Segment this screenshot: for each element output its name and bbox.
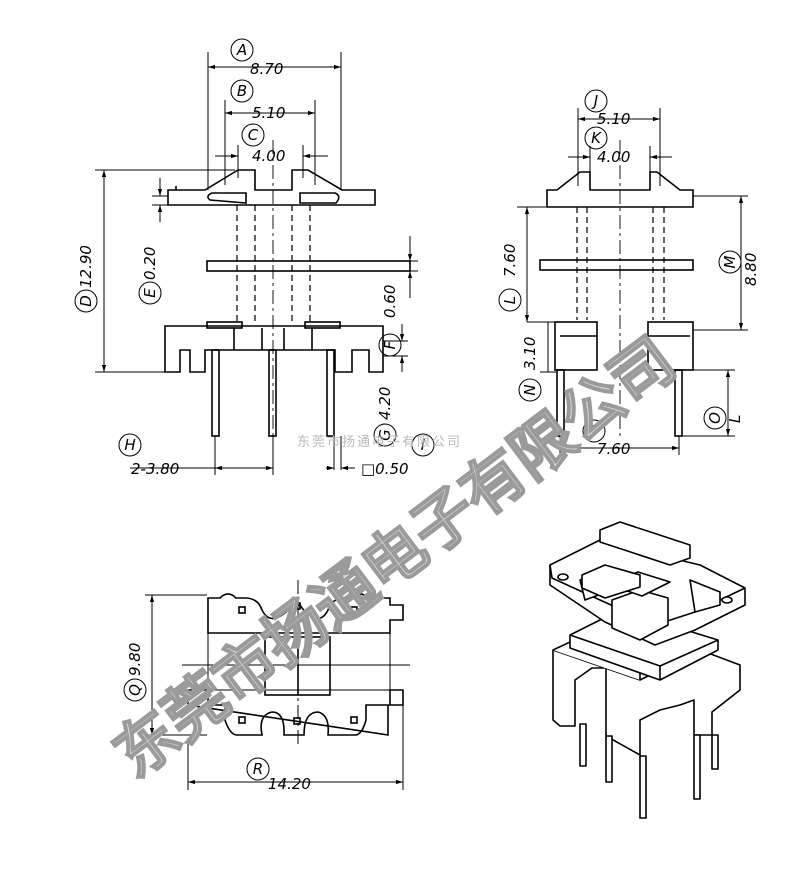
dim-E: E 0.20: [138, 247, 162, 305]
dim-N-value: 3.10: [521, 337, 539, 370]
dim-M-value: 8.80: [742, 253, 760, 286]
dim-Q-letter: Q: [126, 684, 144, 696]
dim-B-letter: B: [237, 82, 247, 100]
dim-D: D 12.90: [74, 245, 98, 313]
dim-K-letter: K: [591, 129, 602, 147]
dim-L-letter: L: [501, 296, 519, 304]
dim-R-value: 14.20: [268, 775, 311, 793]
dim-D-value: 12.90: [77, 245, 95, 288]
dim-O-letter: O: [706, 412, 724, 424]
dim-I: I □0.50: [361, 433, 435, 478]
dim-H-letter: H: [124, 436, 135, 454]
side-view-dimensions: [517, 108, 748, 455]
dim-P-letter: P: [589, 422, 599, 440]
dim-G-value: 4.20: [376, 387, 394, 420]
dim-E-letter: E: [141, 288, 159, 298]
dim-J: J 5.10: [584, 89, 630, 128]
dim-E-value: 0.20: [141, 247, 159, 280]
watermark-small-text: 东莞市扬通电子有限公司: [297, 434, 462, 450]
dim-J-value: 5.10: [597, 110, 630, 128]
dim-C-letter: C: [248, 126, 259, 144]
dim-L: L 7.60: [498, 244, 522, 312]
dim-I-value: □0.50: [361, 460, 409, 478]
dim-K: K 4.00: [584, 126, 630, 166]
dim-G-letter: G: [376, 429, 394, 441]
dim-A: A 8.70: [230, 38, 283, 78]
dim-R: R 14.20: [246, 757, 311, 793]
dim-B: B 5.10: [230, 79, 285, 122]
dim-H: H 2-3.80: [118, 433, 179, 478]
dim-R-letter: R: [253, 760, 263, 778]
dim-O-value: L: [726, 415, 744, 423]
dim-M: M 8.80: [718, 250, 760, 286]
top-view-dimensions: [145, 594, 404, 790]
dim-O: O L: [703, 406, 744, 430]
dim-A-value: 8.70: [250, 60, 283, 78]
dim-D-letter: D: [77, 295, 95, 307]
front-view: [164, 140, 411, 440]
dim-I-letter: I: [421, 436, 426, 454]
dim-P-value: 7.60: [597, 440, 630, 458]
dim-C-value: 4.00: [252, 147, 285, 165]
dim-N: N 3.10: [518, 337, 542, 402]
dim-P: P 7.60: [582, 419, 630, 458]
dim-Q: Q 9.80: [123, 643, 147, 702]
isometric-view: [549, 521, 746, 819]
dim-Q-value: 9.80: [126, 643, 144, 676]
front-view-dimensions: [95, 52, 418, 475]
dim-M-letter: M: [721, 255, 739, 268]
dim-F-letter: F: [381, 340, 399, 349]
dim-F-value: 0.60: [381, 285, 399, 318]
dim-J-letter: J: [591, 92, 598, 110]
dim-K-value: 4.00: [597, 148, 630, 166]
dimension-labels: A 8.70 B 5.10 C 4.00 D 12.90 E 0.20 F 0.…: [74, 38, 760, 793]
dim-H-value: 2-3.80: [131, 460, 179, 478]
top-view: [182, 580, 410, 745]
dim-C: C 4.00: [241, 123, 285, 165]
dim-L-value: 7.60: [501, 244, 519, 277]
dim-F: F 0.60: [378, 285, 402, 357]
dim-G: G 4.20: [373, 387, 397, 447]
dim-A-letter: A: [236, 41, 247, 59]
dim-B-value: 5.10: [252, 104, 285, 122]
dim-N-letter: N: [521, 384, 539, 395]
